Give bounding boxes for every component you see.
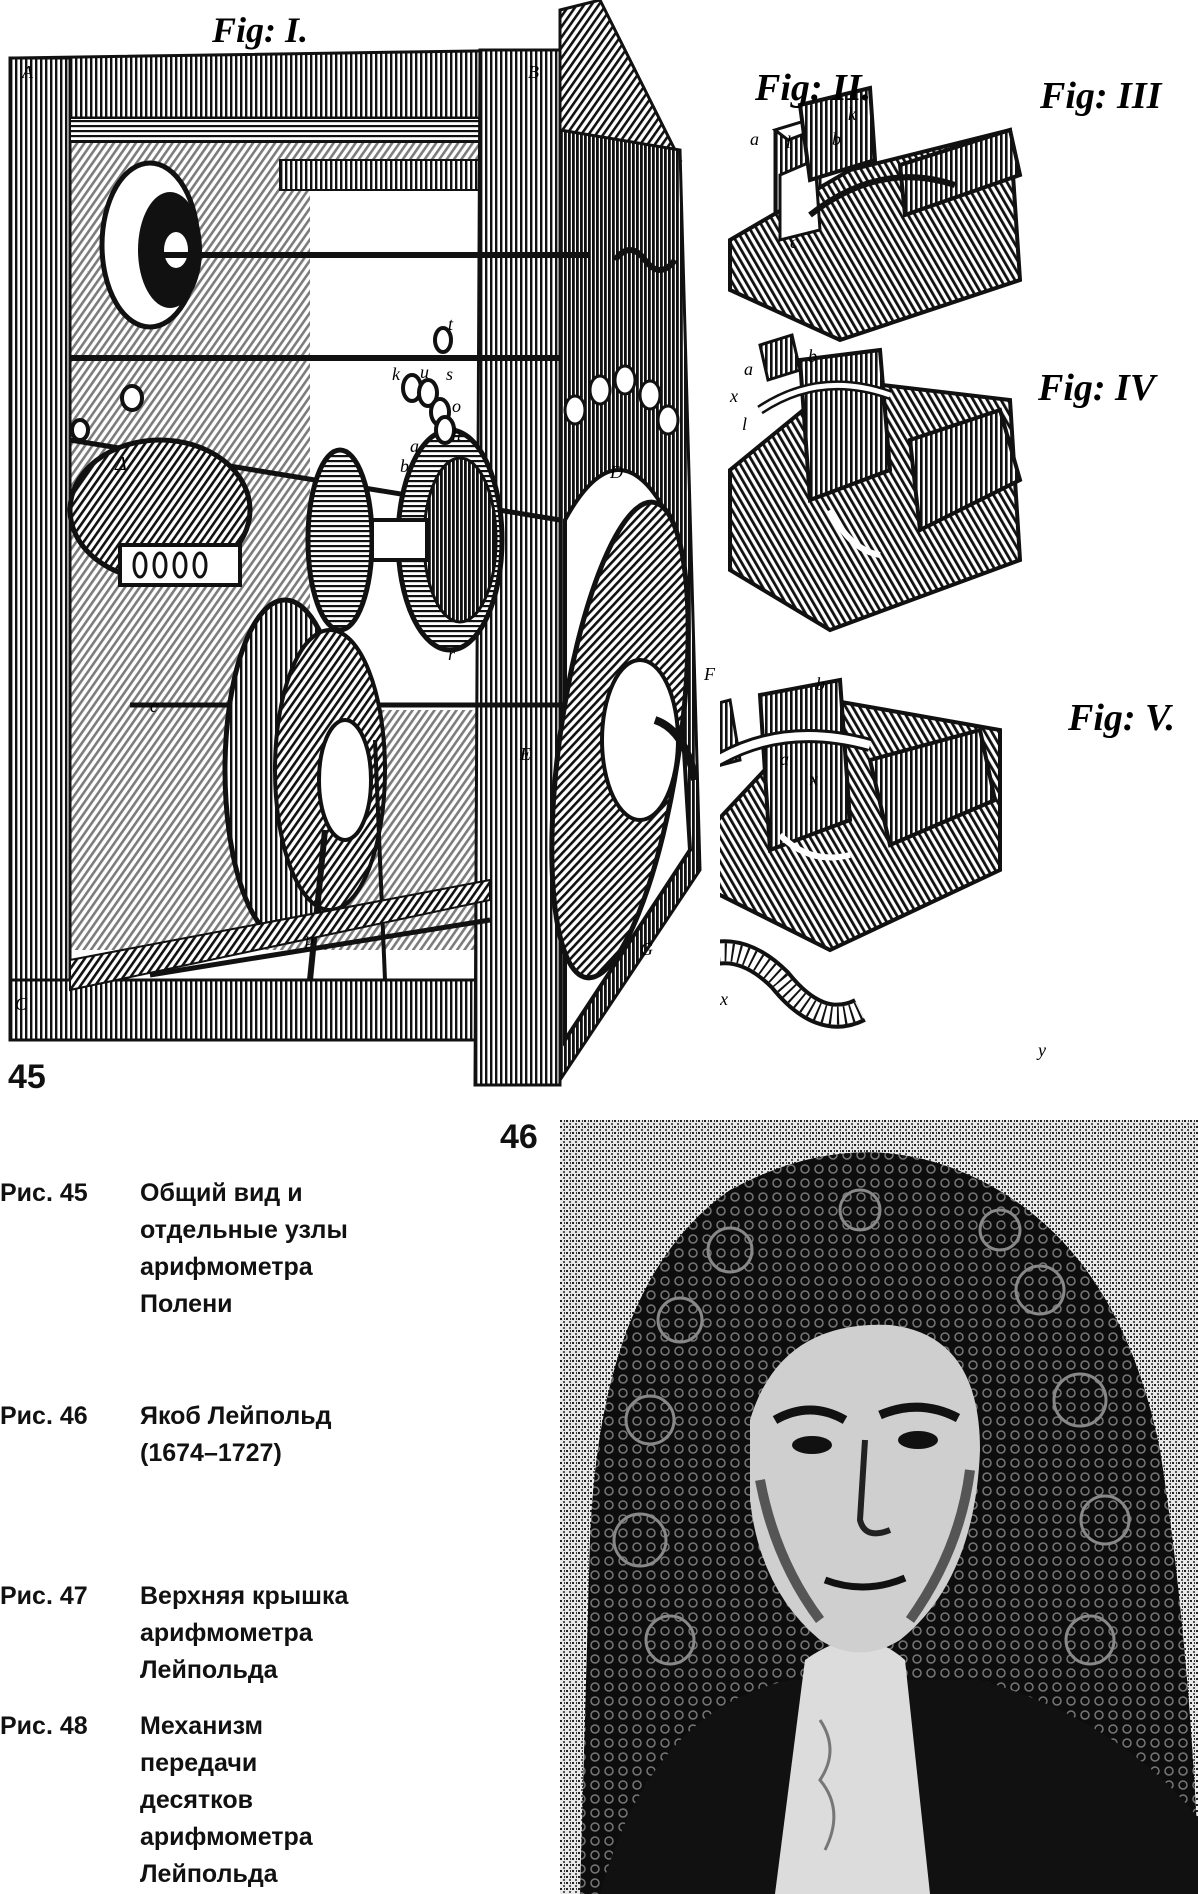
svg-text:F: F (703, 664, 716, 684)
svg-text:k: k (848, 104, 857, 124)
svg-text:s: s (446, 364, 453, 384)
machine-illustration: Fig: I. A B Δ t k u s o h a b r c D F E … (8, 0, 716, 1087)
svg-text:b: b (400, 456, 409, 476)
svg-text:b: b (808, 346, 817, 366)
svg-text:x: x (720, 989, 728, 1009)
caption-text: Верхняя крышка арифмометра Лейпольда (140, 1582, 349, 1684)
svg-text:c: c (150, 696, 158, 716)
fig3-title: Fig: III (1039, 75, 1163, 117)
svg-text:o: o (452, 396, 461, 416)
svg-text:D: D (609, 462, 623, 482)
svg-text:C: C (15, 994, 28, 1014)
svg-text:Δ: Δ (114, 453, 127, 475)
svg-text:a: a (750, 129, 759, 149)
fig4-title: Fig: IV (1037, 367, 1158, 409)
svg-text:b: b (816, 674, 825, 694)
svg-text:x: x (729, 386, 738, 406)
svg-text:c: c (790, 232, 798, 252)
caption-text: Механизм передачи десятков арифмометра Л… (140, 1712, 313, 1888)
svg-text:a: a (410, 436, 419, 456)
caption-label: Рис. 48 (0, 1712, 88, 1740)
svg-text:a: a (780, 749, 789, 769)
svg-text:x: x (809, 769, 818, 789)
svg-text:b: b (832, 129, 841, 149)
detail-illustrations: Fig: II. Fig: III Fig: IV Fig: V. a b c … (720, 67, 1175, 1060)
figure-45-engraving: Fig: I. A B Δ t k u s o h a b r c D F E … (0, 0, 720, 1090)
caption-text: Общий вид и отдельные узлы арифмометра П… (140, 1179, 348, 1318)
svg-text:k: k (392, 364, 401, 384)
fig1-title: Fig: I. (211, 10, 308, 50)
portrait-image (560, 1120, 1198, 1894)
caption-fig46: Рис. 46 Якоб Лейпольд (1674–1727) (0, 1398, 560, 1478)
fig5-title: Fig: V. (1067, 697, 1175, 739)
svg-text:p: p (303, 929, 314, 949)
svg-text:B: B (528, 62, 539, 82)
caption-fig48: Рис. 48 Механизм передачи десятков арифм… (0, 1708, 560, 1894)
svg-text:t: t (448, 314, 454, 334)
svg-text:l: l (786, 132, 791, 152)
caption-text: Якоб Лейпольд (1674–1727) (140, 1402, 332, 1467)
svg-text:E: E (519, 744, 531, 764)
svg-text:G: G (640, 939, 653, 959)
fig2-title: Fig: II. (754, 67, 871, 109)
caption-fig47: Рис. 47 Верхняя крышка арифмометра Лейпо… (0, 1578, 560, 1698)
caption-label: Рис. 46 (0, 1402, 88, 1430)
svg-text:y: y (1036, 1040, 1046, 1060)
figure-number-46: 46 (500, 1118, 538, 1156)
svg-text:l: l (742, 414, 747, 434)
caption-fig45: Рис. 45 Общий вид и отдельные узлы арифм… (0, 1175, 560, 1335)
caption-label: Рис. 47 (0, 1582, 88, 1610)
svg-text:u: u (420, 362, 429, 382)
figure-number-45: 45 (8, 1058, 46, 1096)
svg-text:a: a (744, 359, 753, 379)
svg-text:r: r (448, 644, 456, 664)
svg-text:A: A (21, 62, 34, 82)
figure-45-details: Fig: II. Fig: III Fig: IV Fig: V. a b c … (720, 0, 1198, 1090)
svg-text:h: h (452, 424, 461, 444)
caption-label: Рис. 45 (0, 1179, 88, 1207)
figure-46-portrait (560, 1120, 1198, 1894)
